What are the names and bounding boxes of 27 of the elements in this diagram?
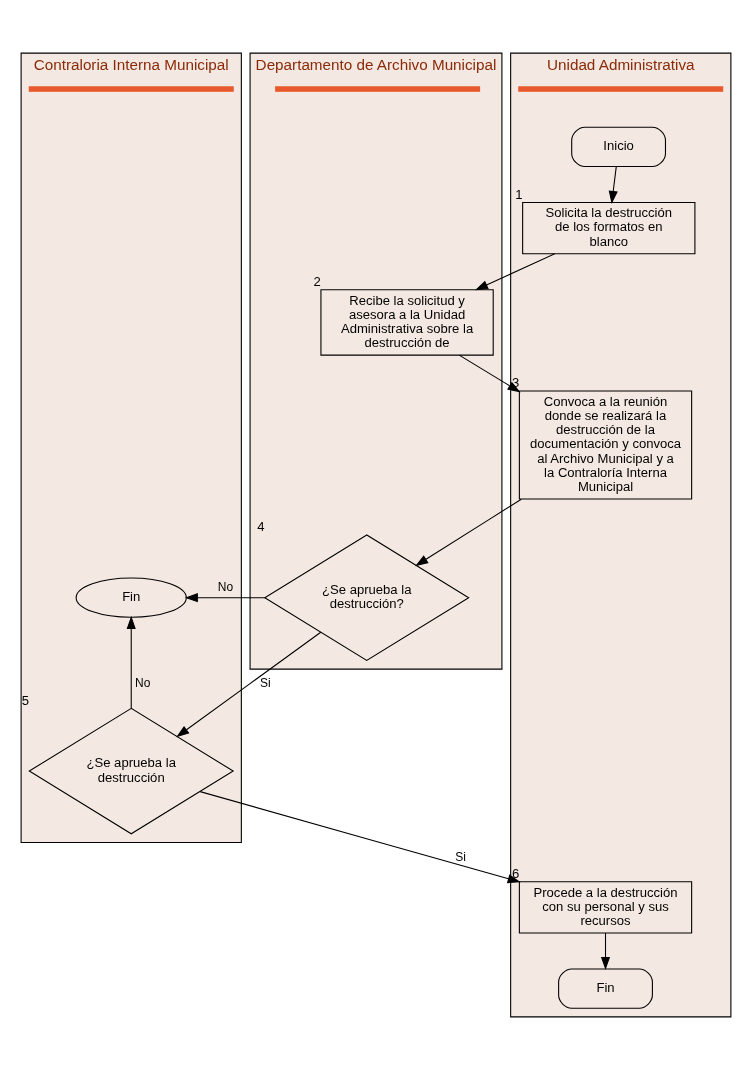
edge-label: No [217,579,234,594]
arrow [600,932,611,971]
node-box: Solicita la destrucción de los formatos en blanco [522,201,696,255]
edge-label: Si [455,849,466,864]
arrow [415,498,522,567]
node-box: Convoca a la reunión donde se realizará la destrucción de la documentación y convoca al Archivo Municipal y a la Contraloría Interna Municipal [518,390,693,500]
node-label: 5 [21,692,30,708]
edge-label: No [135,676,151,691]
node-box: Procede a la destrucción con su personal y sus recursos [518,881,693,934]
node-box: Recibe la solicitud y asesora a la Unidad Administrativa sobre la destrucción de [320,289,494,356]
node-label: 2 [313,273,321,289]
edge-label: Si [260,676,271,691]
node-diamond: ¿Se aprueba la destrucción [28,707,235,835]
arrow [608,166,618,205]
node-ellipse: Fin [75,577,187,618]
arrow [199,791,521,884]
node-label: 4 [257,519,265,535]
node-label: 6 [511,866,520,882]
arrow [475,253,556,291]
node-box: Inicio [571,126,667,168]
node-label: 1 [515,186,523,202]
arrow [184,593,266,603]
arrow [458,354,521,393]
node-box: Fin [558,968,653,1009]
arrow [176,631,322,738]
arrow [126,615,136,709]
node-diamond: ¿Se aprueba la destrucción? [263,534,470,662]
